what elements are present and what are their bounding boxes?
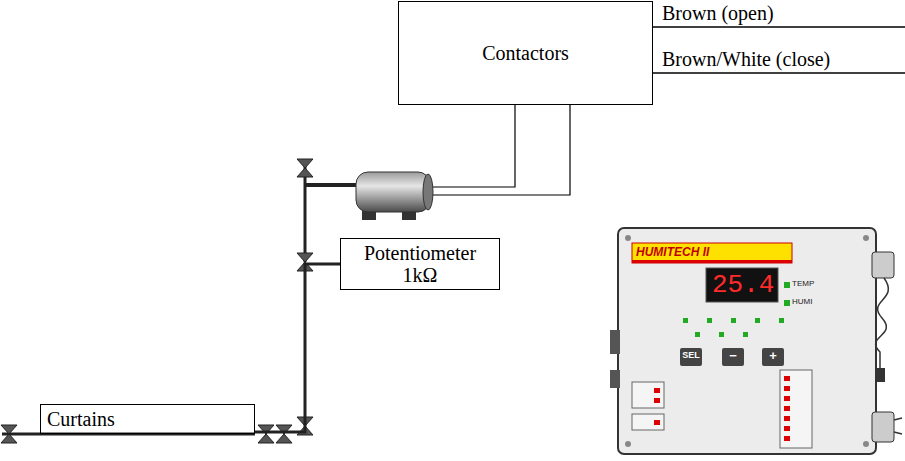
- led: [743, 332, 748, 337]
- bearing-symbols: [1, 159, 313, 443]
- node-label: Contactors: [482, 42, 569, 64]
- display-reading: 25.4: [712, 270, 774, 300]
- led: [784, 436, 790, 441]
- wire-open: [653, 26, 905, 28]
- bearing-symbol: [297, 159, 313, 177]
- led: [755, 318, 760, 323]
- led: [784, 396, 790, 401]
- led: [784, 376, 790, 381]
- led: [784, 426, 790, 431]
- led: [654, 420, 660, 425]
- indicator-label: TEMP: [792, 279, 814, 288]
- led: [779, 318, 784, 323]
- brand-label: HUMITECH II: [636, 245, 709, 259]
- bearing-symbol: [276, 425, 292, 443]
- led: [784, 386, 790, 391]
- button-label: SEL: [680, 350, 702, 360]
- led: [707, 318, 712, 323]
- controller-device: [610, 228, 902, 454]
- button-label: −: [722, 348, 744, 363]
- indicator-leds: [654, 318, 790, 441]
- button-label: +: [762, 348, 784, 363]
- motor-shaft: [305, 183, 356, 187]
- led: [654, 388, 660, 393]
- wire-label: Brown (open): [662, 2, 774, 25]
- led: [695, 332, 700, 337]
- motor-wire: [432, 105, 570, 195]
- wire-label: Brown/White (close): [662, 48, 830, 71]
- led: [654, 398, 660, 403]
- node-label: Curtains: [47, 408, 115, 430]
- indicator-label: HUMI: [792, 297, 812, 306]
- led: [731, 318, 736, 323]
- motor: [356, 172, 433, 220]
- curtains-box: Curtains: [40, 404, 255, 434]
- bearing-symbol: [258, 425, 274, 443]
- wire-close: [653, 72, 905, 74]
- bearing-symbol: [1, 425, 17, 443]
- motor-wire: [432, 105, 515, 187]
- potentiometer-box: Potentiometer 1kΩ: [340, 238, 500, 290]
- contactor-box: Contactors: [398, 1, 653, 105]
- led: [784, 406, 790, 411]
- shaft-link: [255, 264, 340, 432]
- led: [719, 332, 724, 337]
- led: [784, 416, 790, 421]
- led: [683, 318, 688, 323]
- node-label: Potentiometer 1kΩ: [347, 242, 493, 286]
